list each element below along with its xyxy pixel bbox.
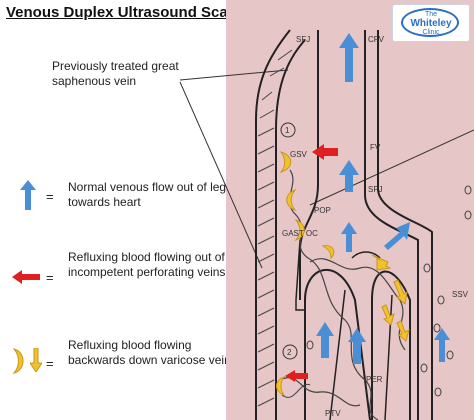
- gsv-outer-wall: [255, 29, 291, 420]
- blue-up-arrow-icon: [20, 180, 36, 210]
- label-gast-oc: GAST OC: [282, 229, 318, 238]
- logo-line-3: Clinic: [422, 29, 440, 36]
- red-arrow-gsv-perforator: [312, 144, 338, 160]
- yellow-crescent-icon: [12, 348, 24, 374]
- legend-varicose-reflux-text: Refluxing blood flowing backwards down v…: [68, 338, 237, 367]
- circle-marker-1: [280, 122, 296, 138]
- red-left-arrow-icon: [12, 270, 40, 284]
- normal-flow-arrows: [316, 33, 450, 364]
- blue-arrow-cfv: [339, 33, 359, 82]
- legend-normal-flow-text: Normal venous flow out of leg towards he…: [68, 180, 227, 209]
- circle-2-label: 2: [287, 348, 292, 357]
- page-title: Venous Duplex Ultrasound Scan: [6, 4, 237, 21]
- blue-arrow-fv: [339, 160, 359, 192]
- callout-line-2: [179, 81, 263, 269]
- legend-equals-2: =: [46, 270, 54, 285]
- label-ptv: PTV: [325, 409, 341, 418]
- callout-line-1: [179, 69, 289, 81]
- blue-arrow-spj: [384, 222, 410, 250]
- label-spj: SPJ: [368, 185, 383, 194]
- yellow-down-arrow-icon: [30, 348, 42, 372]
- blue-arrow-ptv-right: [348, 328, 366, 364]
- label-ssv: SSV: [452, 290, 469, 299]
- red-arrow-lower-perforator: [285, 370, 308, 382]
- label-pop: POP: [314, 206, 331, 215]
- per-wall: [371, 270, 411, 420]
- legend-equals-3: =: [46, 356, 54, 371]
- blue-arrow-ssv: [434, 328, 450, 362]
- gsv-hatching: [257, 91, 275, 407]
- varicose-vein-3: [279, 377, 361, 407]
- blue-arrow-pop: [341, 222, 357, 252]
- deep-vein-right-wall: [364, 30, 419, 420]
- logo-line-1: The: [424, 11, 438, 18]
- whiteley-clinic-logo: The Whiteley Clinic: [392, 4, 470, 42]
- legend-perforator-reflux-text: Refluxing blood flowing out of incompete…: [68, 250, 226, 279]
- callout-line-3: [309, 129, 474, 206]
- circle-marker-2: [282, 344, 298, 360]
- label-cfv: CFV: [368, 35, 385, 44]
- varicose-vein-1: [288, 169, 379, 420]
- label-per: PER: [366, 375, 383, 384]
- label-fv: FV: [370, 143, 381, 152]
- varicose-reflux-markers: [276, 151, 410, 397]
- legend-equals-1: =: [46, 189, 54, 204]
- label-sfj: SFJ: [296, 35, 310, 44]
- ssv-outer-wall: [377, 30, 433, 420]
- label-gsv: GSV: [290, 150, 308, 159]
- blue-arrow-ptv-left: [316, 322, 334, 358]
- ptv-left-wall: [304, 268, 371, 420]
- logo-line-2: Whiteley: [410, 18, 452, 29]
- gsv-callout-caption: Previously treated great saphenous vein: [52, 59, 179, 88]
- gsv-inner-wall: [275, 39, 306, 420]
- circle-1-label: 1: [285, 126, 290, 135]
